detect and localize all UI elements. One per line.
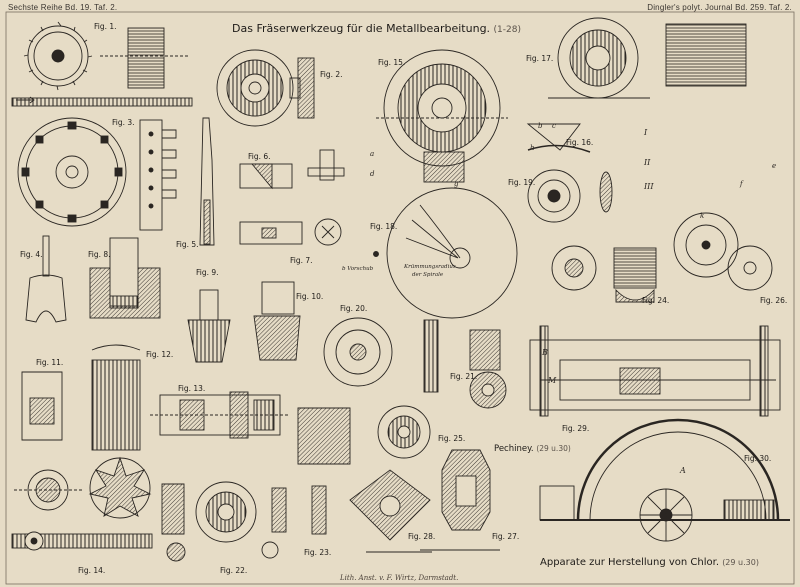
footer-title: Apparate zur Herstellung von Chlor. (29 … [540, 557, 759, 568]
fig-label-19: Fig. 19. [508, 178, 536, 187]
footer-title-text: Apparate zur Herstellung von Chlor. [540, 557, 719, 568]
fig7-drawing [239, 218, 342, 246]
letter-b: b [538, 122, 543, 130]
fig6-drawing [239, 149, 345, 190]
fig25-drawing [297, 405, 431, 465]
footer-title-range: (29 u.30) [722, 558, 759, 567]
fig-label-29: Fig. 29. [562, 424, 590, 433]
fig-label-16: Fig. 16. [566, 138, 594, 147]
fig-label-24: Fig. 24. [642, 296, 670, 305]
fig20-drawing [323, 317, 439, 393]
fig-label-23: Fig. 23. [304, 548, 332, 557]
fig-label-22: Fig. 22. [220, 566, 248, 575]
fig-label-5: Fig. 5. [176, 240, 199, 249]
pechiney-label: Pechiney. (29 u.30) [494, 444, 571, 454]
pechiney-range: (29 u.30) [536, 444, 571, 453]
annotation-spirale-1: Krümmungsradius [404, 264, 456, 270]
main-title: Das Fräserwerkzeug für die Metallbearbei… [232, 22, 521, 35]
fig11-drawing [14, 371, 82, 511]
fig-label-15: Fig. 15. [378, 58, 406, 67]
fig-label-17: Fig. 17. [526, 54, 554, 63]
fig-label-9: Fig. 9. [196, 268, 219, 277]
fig-label-6: Fig. 6. [248, 152, 271, 161]
fig13-drawing [150, 391, 290, 439]
roman-II: II [644, 158, 651, 167]
fig1-drawing [11, 21, 193, 107]
header-series: Sechste Reihe Bd. 19. Taf. 2. [8, 3, 118, 12]
letter-k: k [700, 212, 705, 220]
fig-label-30: Fig. 30. [744, 454, 772, 463]
letter-M: M [548, 376, 557, 385]
fig17-drawing [548, 17, 747, 99]
fig10-drawing [253, 281, 301, 361]
fig12-drawing [88, 344, 152, 519]
fig-label-4: Fig. 4. [20, 250, 43, 259]
fig-label-26: Fig. 26. [760, 296, 788, 305]
fig-label-2: Fig. 2. [320, 70, 343, 79]
fig-label-11: Fig. 11. [36, 358, 64, 367]
fig-label-10: Fig. 10. [296, 292, 324, 301]
fig8-drawing [89, 237, 161, 319]
letter-h: h [530, 144, 535, 152]
fig27-drawing [420, 449, 500, 551]
fig18-drawing [373, 187, 518, 319]
fig3-drawing [17, 117, 177, 231]
header-journal: Dingler's polyt. Journal Bd. 259. Taf. 2… [647, 3, 792, 12]
letter-c: c [552, 122, 556, 130]
fig28-drawing [349, 469, 432, 553]
fig-label-1: Fig. 1. [94, 22, 117, 31]
fig4-drawing [25, 235, 67, 323]
fig30-drawing [539, 418, 790, 542]
fig-label-27: Fig. 27. [492, 532, 520, 541]
roman-III: III [644, 182, 654, 191]
fig9-drawing [187, 289, 231, 363]
main-title-range: (1-28) [493, 25, 521, 35]
fig5-drawing [199, 117, 215, 246]
main-title-text: Das Fräserwerkzeug für die Metallbearbei… [232, 22, 491, 35]
annotation-spirale-2: der Spirale [412, 272, 444, 278]
roman-I: I [644, 128, 648, 137]
fig22-drawing [161, 481, 257, 562]
fig-label-13: Fig. 13. [178, 384, 206, 393]
letter-f: f [740, 180, 743, 188]
fig15-drawing [376, 49, 508, 183]
lithographer-credit: Lith. Anst. v. F. Wirtz, Darmstadt. [340, 574, 459, 582]
fig-label-8: Fig. 8. [88, 250, 111, 259]
fig21-drawing [469, 329, 507, 409]
fig-label-18: Fig. 18. [370, 222, 398, 231]
fig-label-25: Fig. 25. [438, 434, 466, 443]
letter-e: e [772, 162, 777, 170]
fig29-drawing [529, 325, 781, 417]
fig26-drawing [673, 212, 773, 291]
fig-label-21: Fig. 21. [450, 372, 478, 381]
fig-label-12: Fig. 12. [146, 350, 174, 359]
fig16-drawing [526, 123, 591, 153]
fig24-drawing [551, 245, 657, 303]
letter-A: A [680, 466, 686, 475]
fig2-drawing [216, 49, 315, 127]
pechiney-name: Pechiney. [494, 444, 534, 454]
letter-g: g [454, 180, 459, 188]
fig-label-7: Fig. 7. [290, 256, 313, 265]
fig-label-14: Fig. 14. [78, 566, 106, 575]
fig-label-28: Fig. 28. [408, 532, 436, 541]
fig-label-20: Fig. 20. [340, 304, 368, 313]
letter-d: d [370, 170, 375, 178]
fig-label-3: Fig. 3. [112, 118, 135, 127]
letter-B: B [542, 348, 548, 357]
fig14-drawing [11, 531, 153, 551]
fig19-drawing [527, 169, 613, 223]
fig23-drawing [261, 485, 327, 559]
letter-a: a [370, 150, 375, 158]
annotation-vorschub: b Vorschub [342, 266, 374, 272]
